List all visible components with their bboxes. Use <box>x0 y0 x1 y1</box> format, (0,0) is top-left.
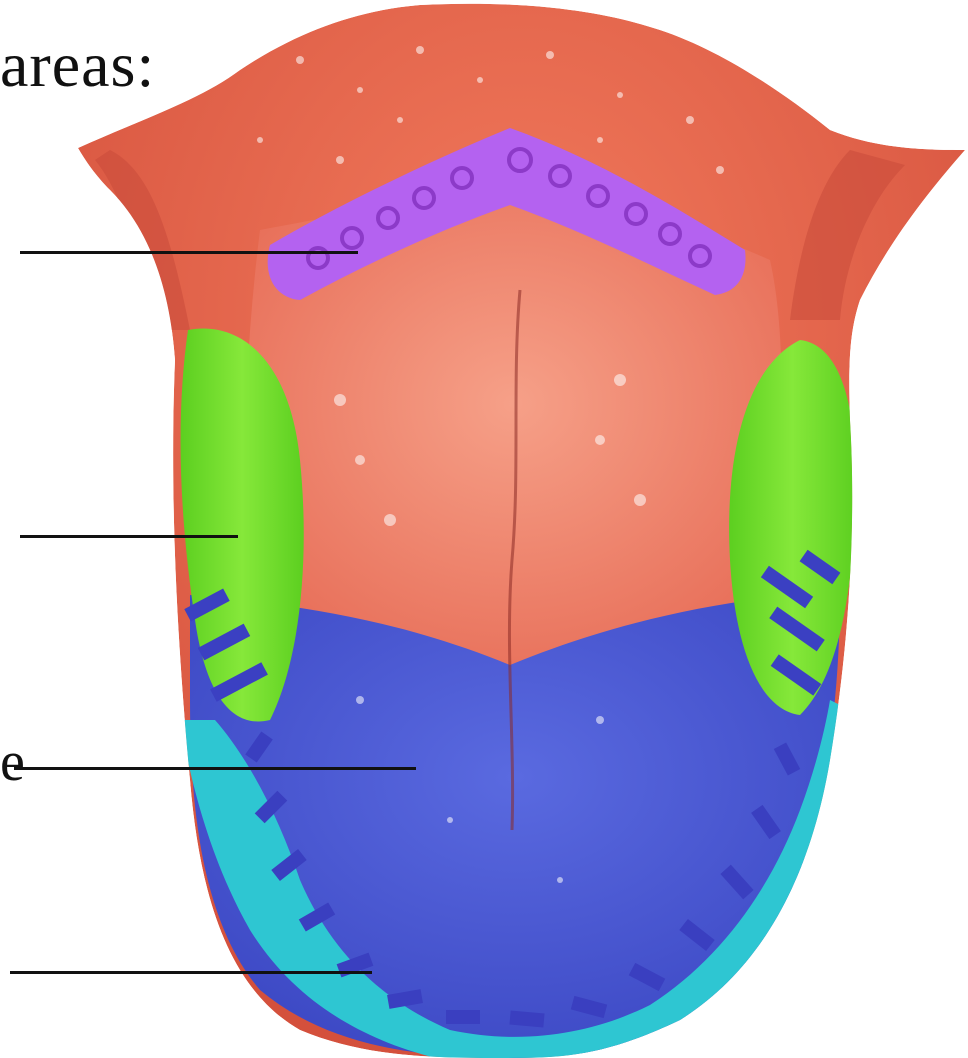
leader-tip <box>10 971 372 974</box>
heading-text: areas: <box>0 28 155 102</box>
leader-center <box>14 767 416 770</box>
leader-side <box>20 535 238 538</box>
clipped-label-char: e <box>0 730 25 794</box>
leader-back <box>20 251 358 254</box>
